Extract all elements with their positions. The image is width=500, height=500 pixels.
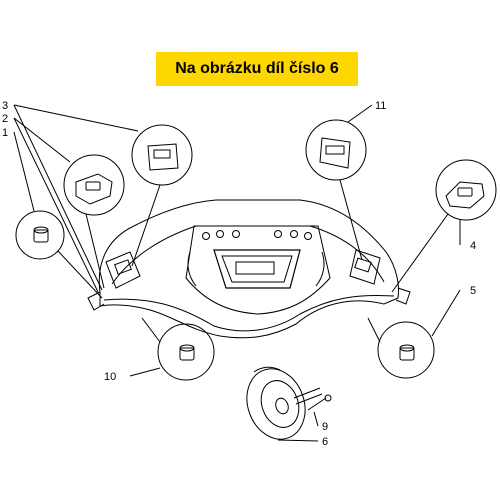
label-part-10: 10 <box>104 371 116 383</box>
leader-lines <box>13 104 461 442</box>
horn-part-6 <box>246 366 323 440</box>
display-segment <box>235 261 275 275</box>
display-inner <box>221 255 293 283</box>
left-bar-end <box>87 291 105 311</box>
indicator-lights <box>202 230 312 240</box>
right-switch-housing <box>349 249 381 285</box>
label-part-1: 1 <box>2 127 8 139</box>
left-gauge <box>187 251 197 287</box>
left-switch-housing <box>105 251 141 289</box>
instrument-panel <box>185 225 331 315</box>
handlebar-cover <box>87 199 411 339</box>
label-part-6: 6 <box>322 436 328 448</box>
right-switch-slot <box>354 257 372 273</box>
label-part-5: 5 <box>470 285 476 297</box>
detail-circle-part-4 <box>391 159 497 293</box>
left-switch-slot <box>114 259 132 275</box>
label-part-11: 11 <box>375 100 386 112</box>
display-window <box>213 249 301 289</box>
label-part-9: 9 <box>322 421 328 433</box>
detail-circle-part-1 <box>15 210 103 299</box>
cover-inner-line <box>111 225 385 285</box>
cover-outline <box>98 199 399 339</box>
bolt-part-9 <box>307 394 332 411</box>
cover-lower-edge <box>103 295 395 332</box>
detail-circle-part-5 <box>367 317 435 379</box>
detail-circle-part-3 <box>131 124 193 267</box>
right-bar-end <box>395 287 411 305</box>
detail-circle-part-10 <box>141 317 215 381</box>
right-gauge <box>315 251 325 287</box>
label-part-4: 4 <box>470 240 476 252</box>
detail-circle-part-11 <box>305 119 367 261</box>
title-banner: Na obrázku díl číslo 6 <box>156 52 358 86</box>
label-part-2: 2 <box>2 113 8 125</box>
detail-circle-part-2 <box>63 154 125 289</box>
label-part-3: 3 <box>2 100 8 112</box>
